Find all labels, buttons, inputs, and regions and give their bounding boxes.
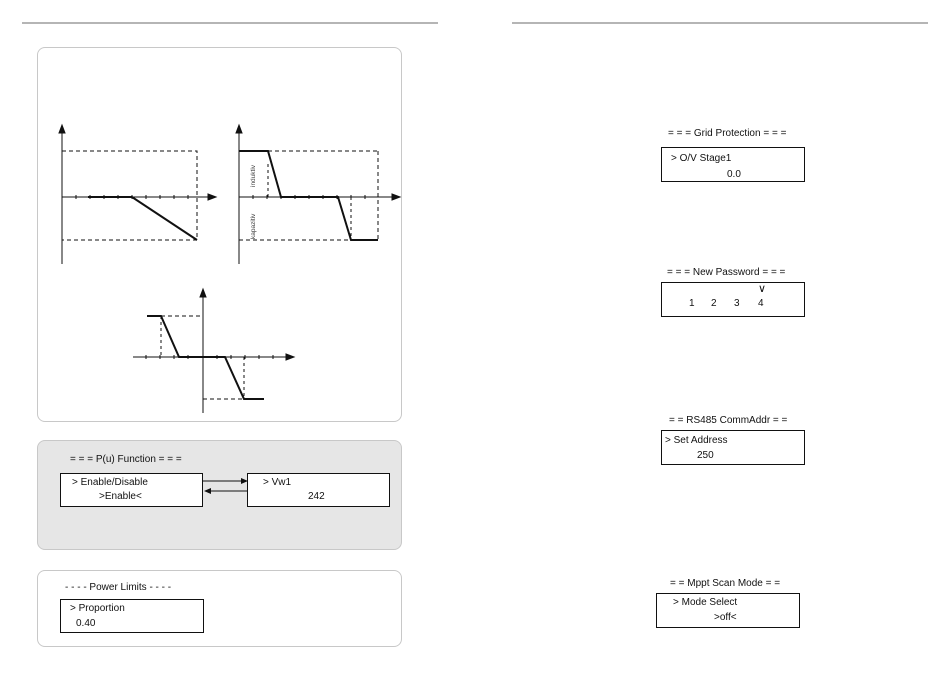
mppt-label: > Mode Select xyxy=(673,598,737,608)
grid-protection-label: > O/V Stage1 xyxy=(671,154,731,164)
back-arrow-head xyxy=(204,488,211,494)
pu-vw1-label: > Vw1 xyxy=(263,478,291,488)
password-digit-3[interactable]: 3 xyxy=(734,299,740,309)
rs485-value: 250 xyxy=(697,451,714,461)
chart-3-x-arrow xyxy=(286,354,294,360)
new-password-title: = = = New Password = = = xyxy=(667,268,785,278)
mppt-title: = = Mppt Scan Mode = = xyxy=(670,579,780,589)
pu-vw1-screen[interactable]: > Vw1 242 xyxy=(247,473,390,507)
power-limits-label: > Proportion xyxy=(70,604,125,614)
chart-1 xyxy=(40,122,220,267)
pu-enable-label: > Enable/Disable xyxy=(72,478,148,488)
mppt-screen[interactable]: > Mode Select >off< xyxy=(656,593,800,628)
chart-2-y-arrow xyxy=(236,125,242,133)
power-limits-screen[interactable]: > Proportion 0.40 xyxy=(60,599,204,633)
password-digit-1[interactable]: 1 xyxy=(689,299,695,309)
mppt-value: >off< xyxy=(714,613,737,623)
new-password-screen[interactable]: ∨ 1 2 3 4 xyxy=(661,282,805,317)
password-cursor-icon: ∨ xyxy=(758,284,766,295)
pu-function-title: = = = P(u) Function = = = xyxy=(70,455,182,465)
rs485-title: = = RS485 CommAddr = = xyxy=(669,416,787,426)
pu-arrows xyxy=(203,476,249,496)
rs485-label: > Set Address xyxy=(665,436,728,446)
chart-2-y-lower-label: kapazitiv xyxy=(250,213,257,239)
password-digit-2[interactable]: 2 xyxy=(711,299,717,309)
chart-2: induktiv kapazitiv xyxy=(228,122,408,267)
password-digit-4[interactable]: 4 xyxy=(758,299,764,309)
chart-2-x-arrow xyxy=(392,194,400,200)
grid-protection-screen[interactable]: > O/V Stage1 0.0 xyxy=(661,147,805,182)
pu-vw1-value: 242 xyxy=(308,492,325,502)
chart-2-y-upper-label: induktiv xyxy=(250,164,257,187)
chart-1-curve xyxy=(88,197,197,240)
chart-1-x-arrow xyxy=(208,194,216,200)
rs485-screen[interactable]: > Set Address 250 xyxy=(661,430,805,465)
pu-enable-value: >Enable< xyxy=(99,492,142,502)
power-limits-title: - - - - Power Limits - - - - xyxy=(65,583,171,593)
right-page-rule xyxy=(512,22,928,24)
chart-1-y-arrow xyxy=(59,125,65,133)
pu-enable-screen[interactable]: > Enable/Disable >Enable< xyxy=(60,473,203,507)
grid-protection-title: = = = Grid Protection = = = xyxy=(668,129,786,139)
chart-3 xyxy=(128,285,303,415)
left-page-rule xyxy=(22,22,438,24)
power-limits-value: 0.40 xyxy=(76,619,95,629)
chart-3-y-arrow xyxy=(200,289,206,297)
grid-protection-value: 0.0 xyxy=(727,170,741,180)
